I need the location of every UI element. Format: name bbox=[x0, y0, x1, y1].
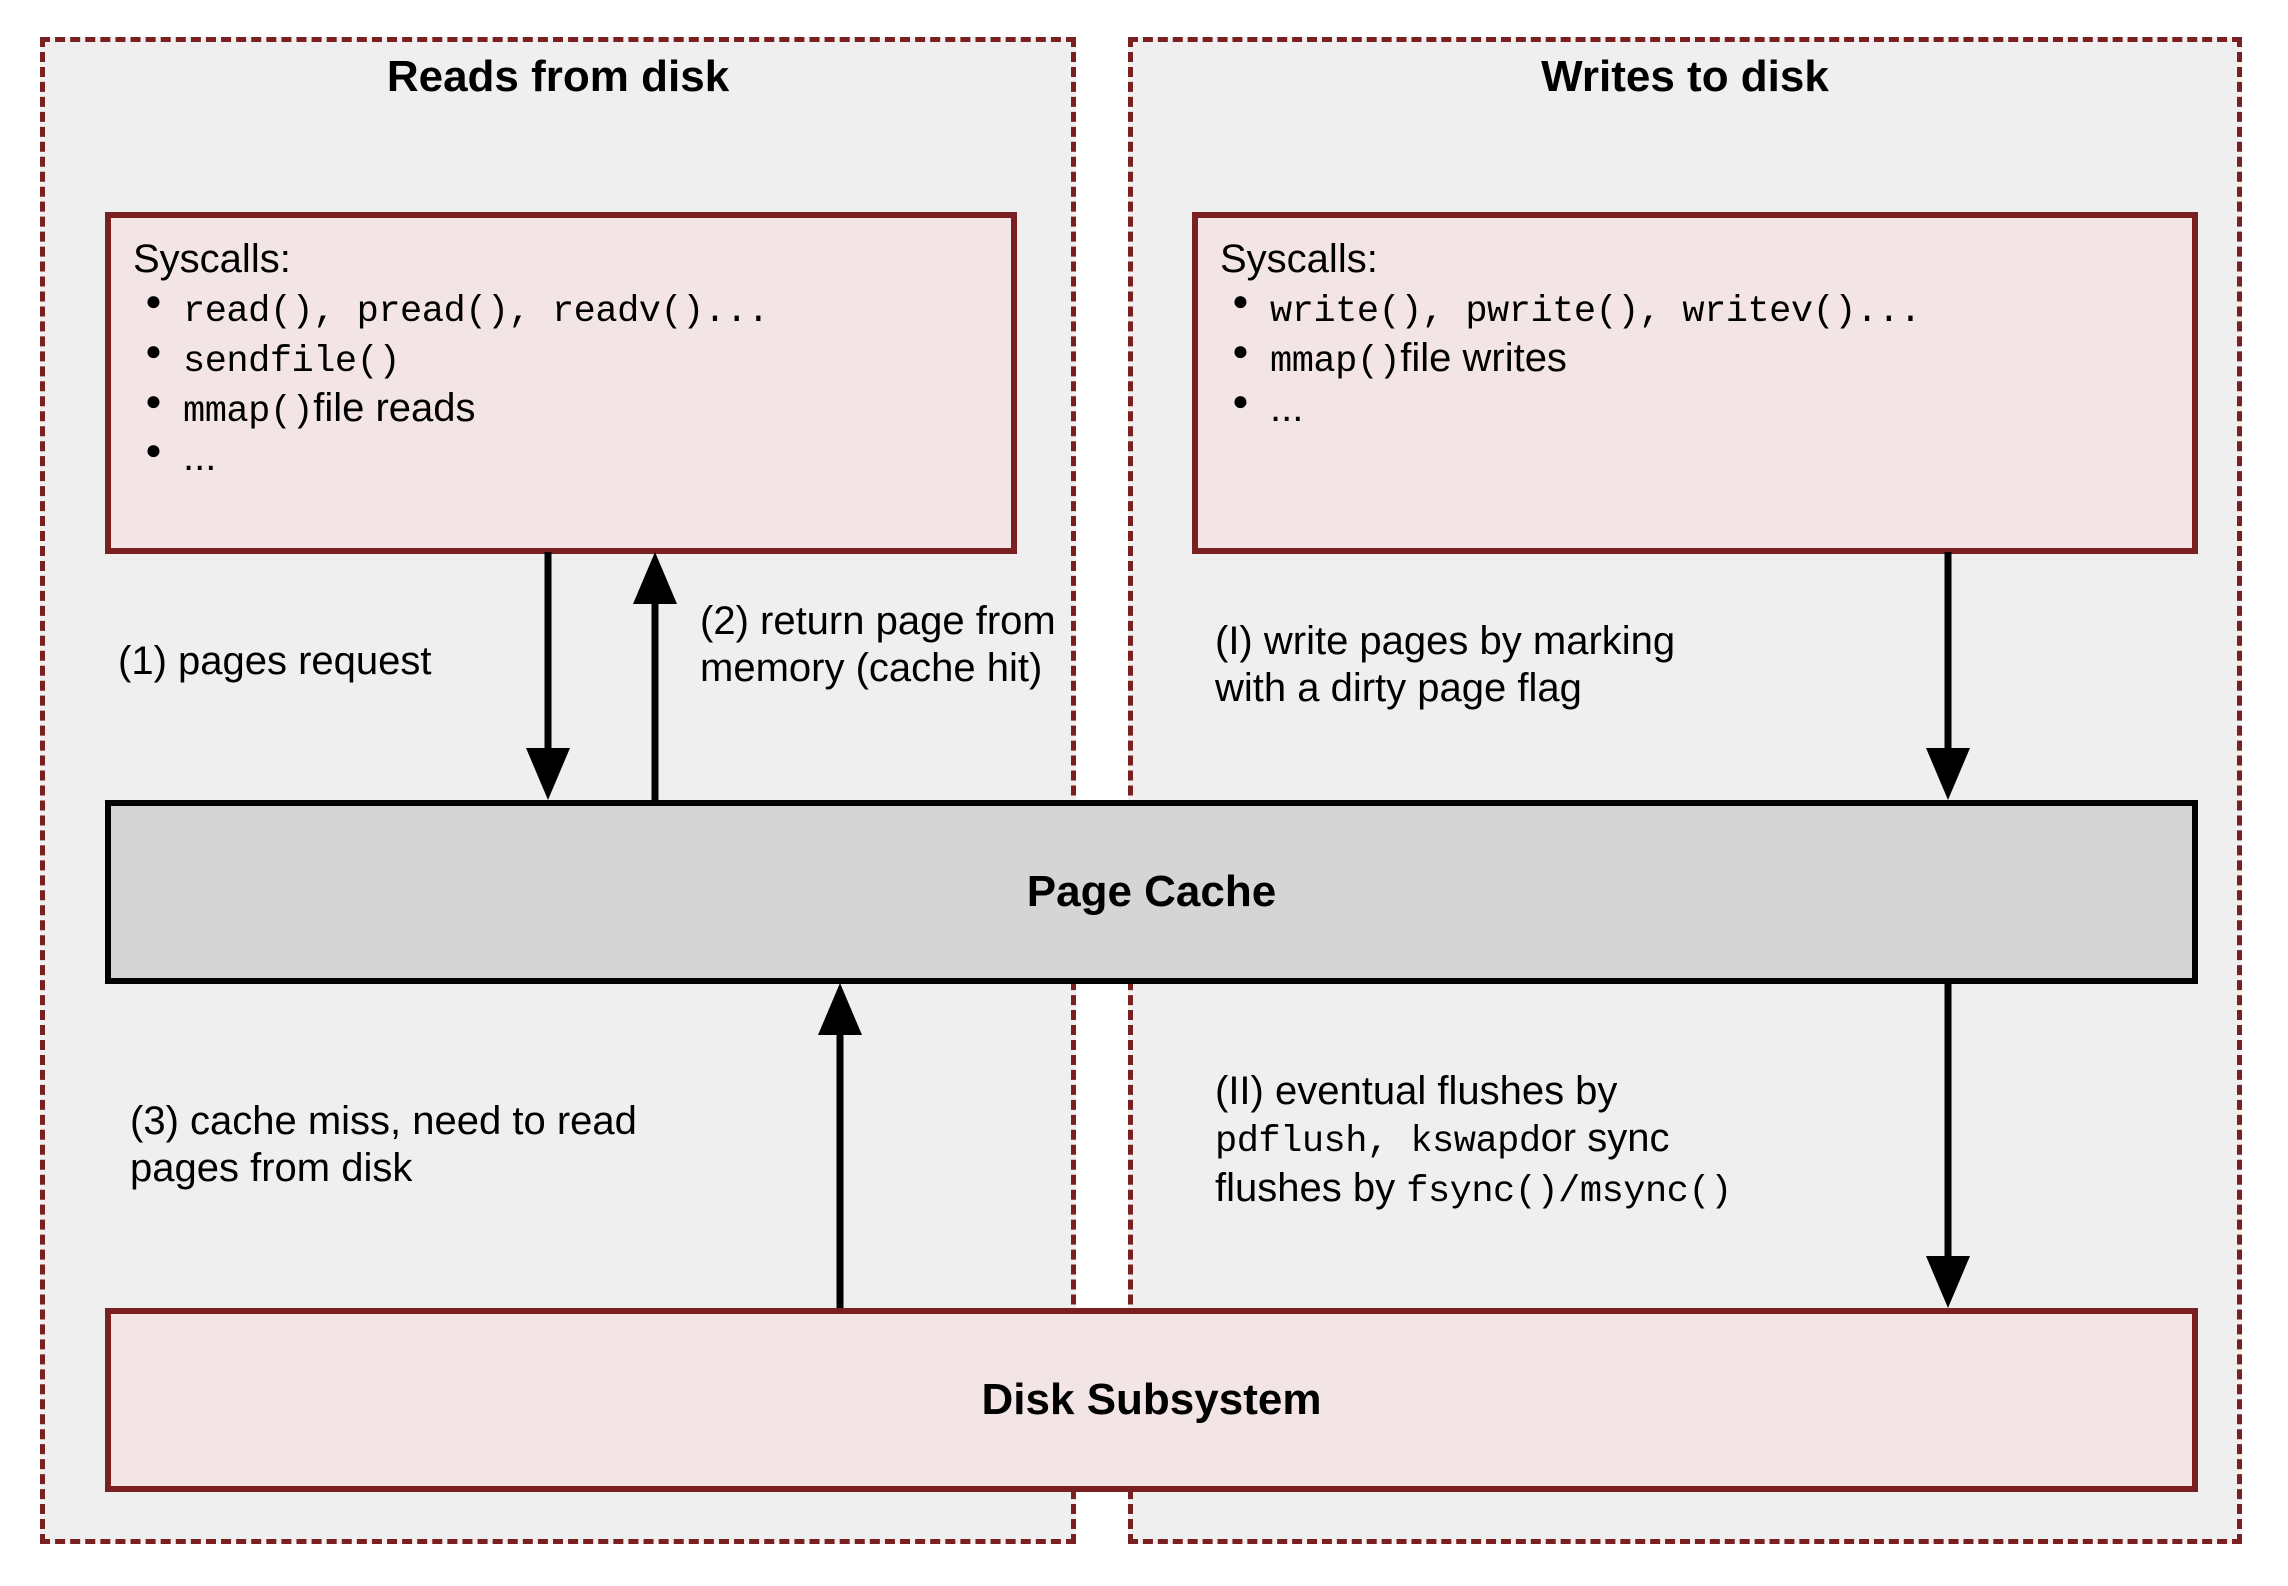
note-segment: or sync bbox=[1540, 1116, 1670, 1161]
arrow-reads-request-down bbox=[526, 552, 570, 800]
note-segment-code: pdflush, kswapd bbox=[1215, 1121, 1541, 1164]
syscall-code: sendfile() bbox=[183, 340, 401, 383]
arrow-reads-return-up bbox=[633, 552, 677, 800]
syscall-code: read(), pread(), readv()... bbox=[183, 291, 770, 334]
list-item: write(), pwrite(), writev()... bbox=[1220, 284, 2170, 335]
syscalls-heading-writes: Syscalls: bbox=[1220, 237, 1378, 281]
note-pages-request: (1) pages request bbox=[118, 639, 432, 683]
syscall-code: mmap() bbox=[1270, 340, 1401, 383]
list-item: mmap()file writes bbox=[1220, 334, 2170, 385]
syscall-code: write(), pwrite(), writev()... bbox=[1270, 291, 1922, 334]
syscall-plain: file reads bbox=[313, 385, 476, 430]
syscalls-box-reads: Syscalls: read(), pread(), readv()... se… bbox=[105, 212, 1017, 554]
note-return-page-cache-hit: (2) return page from memory (cache hit) bbox=[700, 599, 1056, 691]
arrow-writes-mark-down bbox=[1926, 552, 1970, 800]
syscalls-list-writes: write(), pwrite(), writev()... mmap()fil… bbox=[1220, 284, 2170, 432]
note-line: (I) write pages by marking bbox=[1215, 619, 1676, 663]
arrow-writes-flush-down bbox=[1926, 984, 1970, 1308]
note-cache-miss: (3) cache miss, need to read pages from … bbox=[130, 1099, 637, 1191]
syscalls-box-writes: Syscalls: write(), pwrite(), writev()...… bbox=[1192, 212, 2198, 554]
list-item: read(), pread(), readv()... bbox=[133, 284, 989, 335]
panel-title-reads: Reads from disk bbox=[386, 52, 730, 101]
note-segment: flushes by bbox=[1215, 1165, 1396, 1210]
page-cache-bar: Page Cache bbox=[105, 800, 2198, 984]
syscall-code: mmap() bbox=[183, 390, 314, 433]
note-segment-code: fsync()/msync() bbox=[1406, 1170, 1732, 1213]
note-segment: (II) eventual flushes by bbox=[1215, 1069, 1618, 1113]
note-line: with a dirty page flag bbox=[1215, 666, 1582, 711]
list-item: mmap()file reads bbox=[133, 384, 989, 435]
syscall-plain: file writes bbox=[1400, 335, 1567, 380]
note-write-pages-dirty-flag: (I) write pages by marking with a dirty … bbox=[1215, 618, 1875, 712]
list-item: sendfile() bbox=[133, 334, 989, 385]
syscalls-heading-reads: Syscalls: bbox=[133, 237, 291, 281]
list-item: ... bbox=[133, 433, 989, 481]
syscalls-list-reads: read(), pread(), readv()... sendfile() m… bbox=[133, 284, 989, 481]
disk-subsystem-bar: Disk Subsystem bbox=[105, 1308, 2198, 1492]
note-eventual-flushes: (II) eventual flushes by pdflush, kswapd… bbox=[1215, 1068, 1975, 1215]
list-item: ... bbox=[1220, 383, 2170, 432]
panel-title-writes: Writes to disk bbox=[1541, 52, 1829, 101]
arrow-reads-cache-miss-up bbox=[818, 983, 862, 1308]
syscall-plain: ... bbox=[183, 435, 217, 480]
syscall-plain: ... bbox=[1270, 385, 1304, 430]
